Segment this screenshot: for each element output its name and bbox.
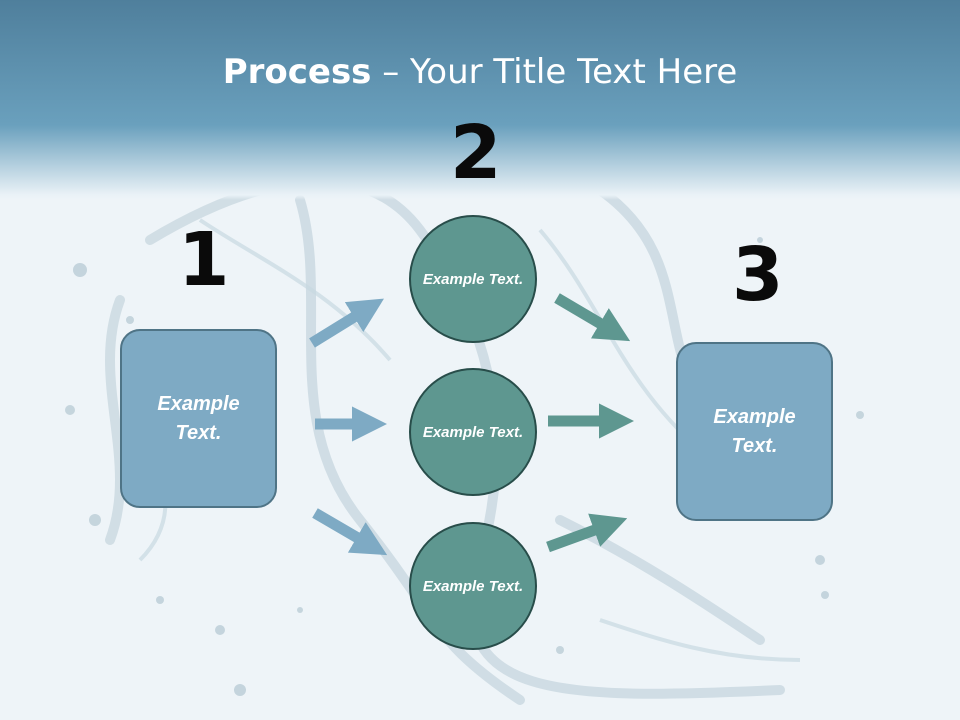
step-1-number: 1 xyxy=(178,217,230,303)
step-2-circle-bottom: Example Text. xyxy=(409,522,537,650)
arrow-1-to-top xyxy=(309,298,384,348)
arrow-1-to-bottom xyxy=(312,508,388,556)
step-1-text: Example Text. xyxy=(157,392,240,444)
slide-title-rest: – Your Title Text Here xyxy=(371,52,738,92)
step-3-number: 3 xyxy=(732,232,784,318)
arrow-top-to-3 xyxy=(554,293,631,342)
step-2-circle-bottom-text: Example Text. xyxy=(422,577,524,595)
title-band xyxy=(0,0,960,200)
slide-title: Process – Your Title Text Here xyxy=(0,52,960,92)
step-3-box: Example Text. xyxy=(676,342,833,521)
step-2-circle-top-text: Example Text. xyxy=(422,270,524,288)
arrow-bottom-to-3 xyxy=(546,513,628,553)
step-2-circle-middle-text: Example Text. xyxy=(422,423,524,441)
step-1-box: Example Text. xyxy=(120,329,277,508)
slide-title-bold: Process xyxy=(222,52,372,92)
step-2-number: 2 xyxy=(450,110,502,196)
step-3-text: Example Text. xyxy=(713,405,796,457)
step-2-circle-top: Example Text. xyxy=(409,215,537,343)
step-2-circle-middle: Example Text. xyxy=(409,368,537,496)
